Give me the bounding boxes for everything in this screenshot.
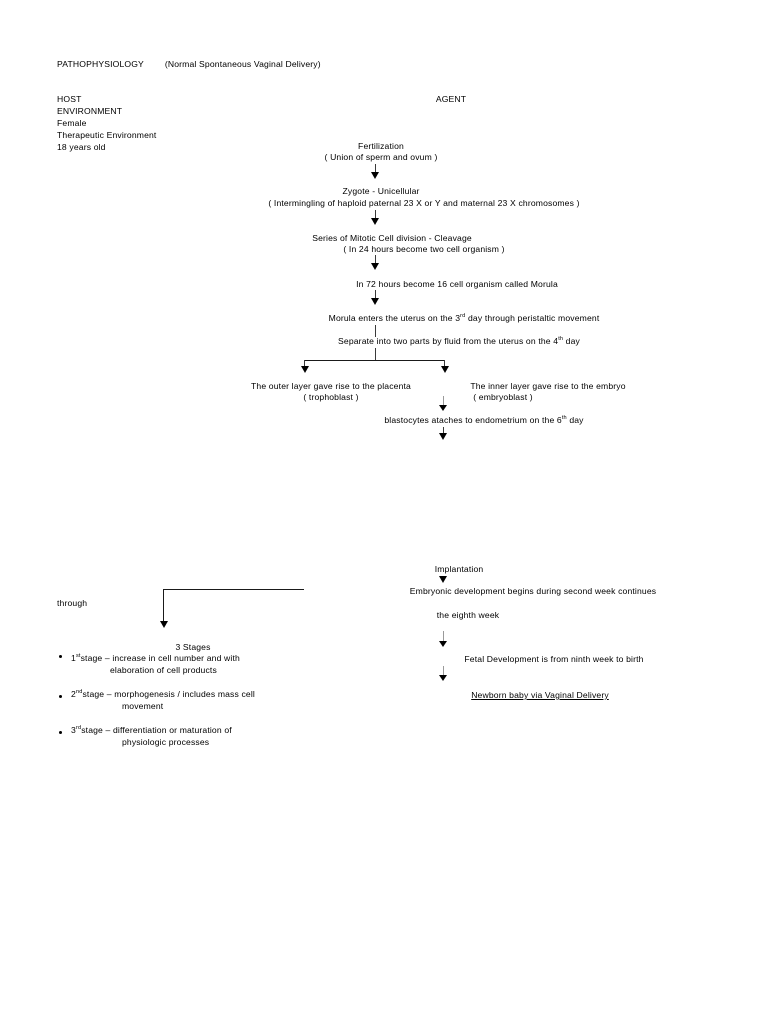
- node-fetal-development: Fetal Development is from ninth week to …: [464, 654, 644, 664]
- arrow-morula72-to-uterus: [371, 298, 379, 305]
- host-line-female: Female: [57, 118, 87, 128]
- node-mitotic-cleavage: Series of Mitotic Cell division - Cleava…: [312, 233, 472, 243]
- arrow-split-to-inner-layer: [441, 366, 449, 373]
- stage-item-1-line2: elaboration of cell products: [110, 665, 217, 675]
- arrow-fertilization-to-zygote: [371, 172, 379, 179]
- stage-item-3-ordinal: 3: [71, 725, 76, 735]
- connector-line-zygote-mitotic: [375, 210, 376, 220]
- stage-item-1-ordinal-suffix: st: [75, 653, 81, 660]
- connector-line-split-left-drop: [304, 360, 305, 367]
- stage-item-3-line2: physiologic processes: [122, 737, 210, 747]
- connector-line-mitotic-morula72: [375, 255, 376, 265]
- arrow-to-three-stages: [160, 621, 168, 628]
- node-morula-enters-uterus-post: day through peristaltic movement: [465, 313, 600, 323]
- stage-item-3-line1: 3rdstage – differentiation or maturation…: [71, 724, 232, 736]
- node-separate-two-parts-ordinal: th: [558, 336, 564, 343]
- through-label: through: [57, 598, 88, 608]
- stage-item-2-text: stage – morphogenesis / includes mass ce…: [82, 689, 255, 699]
- stage-item-3-text: stage – differentiation or maturation of: [81, 725, 232, 735]
- node-blastocyte-attaches-ordinal: th: [561, 415, 567, 422]
- node-mitotic-cleavage-sub: ( In 24 hours become two cell organism ): [343, 244, 505, 254]
- node-morula-enters-uterus-pre: Morula enters the uterus on the 3: [328, 313, 461, 323]
- node-outer-layer: The outer layer gave rise to the placent…: [251, 381, 411, 391]
- arrow-mitotic-to-morula72: [371, 263, 379, 270]
- node-zygote-sub: ( Intermingling of haploid paternal 23 X…: [268, 198, 580, 208]
- stage-item-2-line1: 2ndstage – morphogenesis / includes mass…: [71, 688, 255, 700]
- connector-line-split-stem: [375, 348, 376, 360]
- node-morula-72-hours: In 72 hours become 16 cell organism call…: [356, 279, 558, 289]
- stage-item-1-ordinal: 1: [71, 653, 76, 663]
- stage-item-3-ordinal-suffix: rd: [75, 725, 82, 732]
- node-fertilization-sub: ( Union of sperm and ovum ): [324, 152, 438, 162]
- arrow-layers-to-blastocyte: [439, 405, 447, 411]
- connector-line-split-bar: [304, 360, 445, 361]
- arrow-split-to-outer-layer: [301, 366, 309, 373]
- host-line-therapeutic-environment: Therapeutic Environment: [57, 130, 157, 140]
- node-implantation: Implantation: [434, 564, 484, 574]
- connector-line-fertilization-zygote: [375, 164, 376, 174]
- node-inner-layer-sub: ( embryoblast ): [473, 392, 533, 402]
- node-outer-layer-sub: ( trophoblast ): [303, 392, 359, 402]
- connector-line-stages-drop: [163, 589, 164, 623]
- connector-line-blastocyte-implantation: [443, 427, 444, 435]
- node-fertilization: Fertilization: [358, 141, 404, 151]
- three-stages-heading: 3 Stages: [175, 642, 211, 652]
- node-blastocyte-attaches-pre: blastocytes ataches to endometrium on th…: [384, 415, 562, 425]
- page-title: PATHOPHYSIOLOGY (Normal Spontaneous Vagi…: [57, 58, 321, 70]
- stage-item-2-line2: movement: [122, 701, 164, 711]
- node-newborn-baby: Newborn baby via Vaginal Delivery: [471, 690, 609, 700]
- stage-item-2-ordinal: 2: [71, 689, 76, 699]
- node-separate-two-parts: Separate into two parts by fluid from th…: [338, 335, 580, 347]
- connector-line-layers-blastocyte: [443, 396, 444, 407]
- list-bullet: [59, 731, 62, 734]
- connector-line-split-right-drop: [444, 360, 445, 367]
- node-embryonic-development-line2: the eighth week: [436, 610, 500, 620]
- agent-heading: AGENT: [435, 94, 467, 104]
- host-heading: HOST: [57, 94, 82, 104]
- node-zygote: Zygote - Unicellular: [342, 186, 420, 196]
- arrow-blastocyte-to-implantation: [439, 433, 447, 440]
- host-line-age: 18 years old: [57, 142, 106, 152]
- node-separate-two-parts-pre: Separate into two parts by fluid from th…: [338, 336, 559, 346]
- arrow-fetal-to-newborn: [439, 675, 447, 681]
- connector-line-uterus-separate: [375, 325, 376, 337]
- list-bullet: [59, 655, 62, 658]
- node-blastocyte-attaches: blastocytes ataches to endometrium on th…: [384, 414, 583, 426]
- host-line-environment: ENVIRONMENT: [57, 106, 123, 116]
- node-separate-two-parts-post: day: [563, 336, 580, 346]
- stage-item-1-text: stage – increase in cell number and with: [80, 653, 240, 663]
- page-title-main: PATHOPHYSIOLOGY: [57, 59, 144, 69]
- stage-item-1-line1: 1ststage – increase in cell number and w…: [71, 652, 240, 664]
- connector-line-stages-bar: [163, 589, 304, 590]
- connector-line-morula72-uterus: [375, 290, 376, 300]
- connector-line-fetal-newborn: [443, 666, 444, 677]
- connector-line-embryonic-fetal: [443, 631, 444, 643]
- node-morula-enters-uterus-ordinal: rd: [460, 313, 466, 320]
- arrow-embryonic-to-fetal: [439, 641, 447, 647]
- node-blastocyte-attaches-post: day: [566, 415, 584, 425]
- node-embryonic-development-line1: Embryonic development begins during seco…: [409, 586, 657, 596]
- page-title-subtitle: (Normal Spontaneous Vaginal Delivery): [164, 59, 321, 69]
- arrow-zygote-to-mitotic: [371, 218, 379, 225]
- node-inner-layer: The inner layer gave rise to the embryo: [470, 381, 626, 391]
- list-bullet: [59, 695, 62, 698]
- stage-item-2-ordinal-suffix: nd: [75, 689, 83, 696]
- node-morula-enters-uterus: Morula enters the uterus on the 3rd day …: [329, 312, 600, 324]
- arrow-implantation-to-embryonic: [439, 576, 447, 583]
